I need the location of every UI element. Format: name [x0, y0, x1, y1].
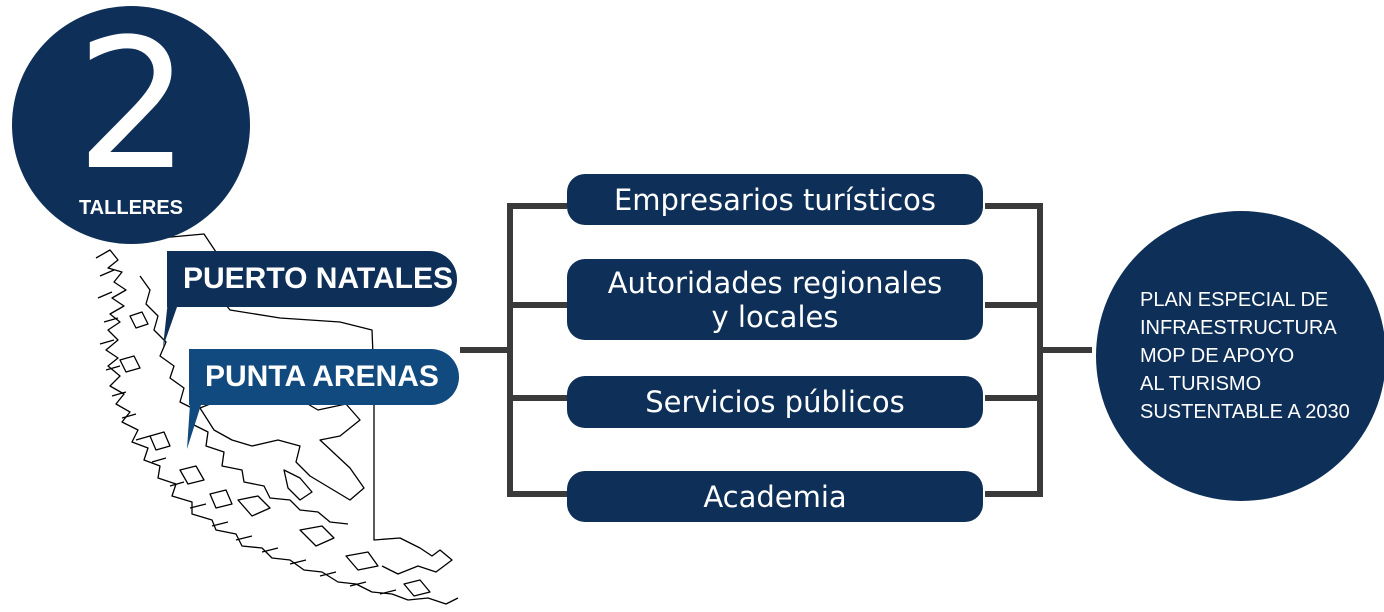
- map-coastline: [95, 249, 459, 605]
- right-bracket: [985, 203, 1043, 497]
- map-island-6: [119, 355, 141, 373]
- plan-line-5: SUSTENTABLE A 2030: [1140, 401, 1350, 423]
- map-island-4: [345, 551, 379, 571]
- map-island-9: [209, 489, 233, 509]
- map-island-1: [283, 469, 313, 501]
- group-empresarios-label: Empresarios turísticos: [613, 182, 937, 217]
- map-fjords: [97, 269, 397, 595]
- plan-text: PLAN ESPECIAL DE INFRAESTRUCTURA MOP DE …: [1140, 286, 1360, 426]
- plan-line-1: PLAN ESPECIAL DE: [1140, 289, 1329, 311]
- map-island-8: [179, 465, 205, 485]
- group-empresarios: Empresarios turísticos: [567, 174, 983, 225]
- group-academia: Academia: [567, 471, 983, 522]
- location-puerto-natales: PUERTO NATALES: [167, 251, 457, 307]
- map-island-5: [129, 311, 149, 329]
- talleres-count: 2: [75, 1, 191, 210]
- map-island-10: [403, 579, 431, 597]
- group-academia-label: Academia: [703, 479, 847, 514]
- map-island-2: [237, 495, 271, 517]
- plan-line-2: INFRAESTRUCTURA: [1140, 317, 1337, 339]
- group-servicios-label: Servicios públicos: [645, 385, 905, 419]
- map-island-7: [149, 431, 171, 451]
- talleres-badge: [12, 6, 250, 244]
- left-bracket: [507, 203, 567, 497]
- map-island-3: [299, 525, 335, 547]
- plan-circle: [1096, 211, 1384, 501]
- location-punta-arenas: PUNTA ARENAS: [189, 349, 459, 405]
- map-border-east: [373, 420, 453, 575]
- plan-line-3: MOP DE APOYO: [1140, 345, 1295, 367]
- group-autoridades-label-line1: Autoridades regionales: [607, 265, 943, 300]
- group-servicios: Servicios públicos: [567, 376, 983, 428]
- plan-line-4: AL TURISMO: [1140, 373, 1262, 395]
- map-coastline-inner: [139, 275, 349, 525]
- talleres-label: TALLERES: [78, 197, 184, 219]
- group-autoridades-label-line2: y locales: [711, 299, 839, 334]
- group-autoridades: Autoridades regionales y locales: [567, 259, 983, 340]
